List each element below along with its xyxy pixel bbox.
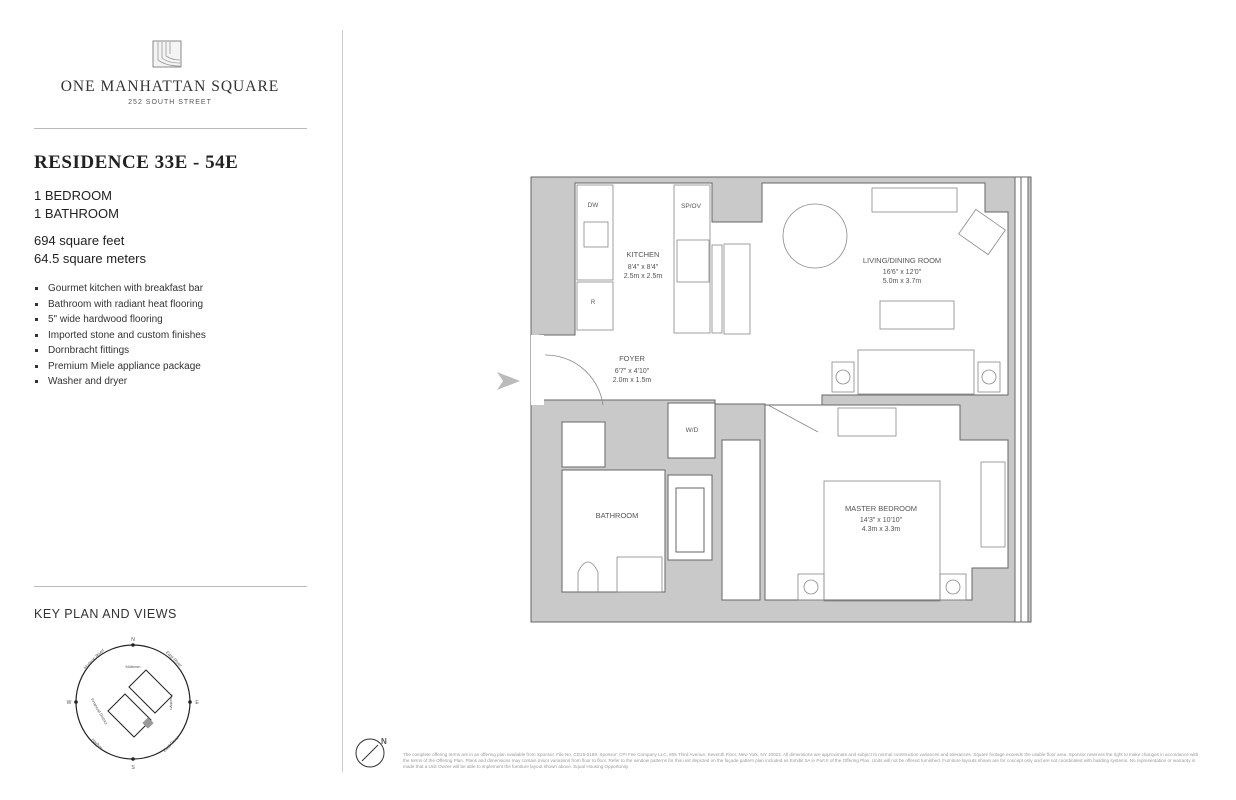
linen-closet xyxy=(561,421,606,468)
north-arrow-icon: N xyxy=(355,737,387,768)
divider xyxy=(342,30,343,772)
bed xyxy=(823,480,941,602)
room-bathroom xyxy=(561,469,666,593)
dir-s: S xyxy=(131,765,135,771)
brand-name: ONE MANHATTAN SQUARE xyxy=(60,78,280,95)
dim-living-metric: 5.0m x 3.7m xyxy=(883,278,922,285)
dir-e: E xyxy=(195,700,199,706)
feature-item: Washer and dryer xyxy=(34,374,206,390)
label-kitchen: KITCHEN xyxy=(627,250,660,259)
north-label: N xyxy=(381,737,387,746)
key-plan-title: KEY PLAN AND VIEWS xyxy=(34,607,177,621)
brand-logo xyxy=(152,40,182,68)
dim-foyer-metric: 2.0m x 1.5m xyxy=(613,377,652,384)
label-oven: SP/OV xyxy=(681,203,702,210)
dim-kitchen-imperial: 8'4" x 8'4" xyxy=(628,264,659,271)
counter-sink xyxy=(576,184,614,281)
console xyxy=(871,187,958,213)
dim-foyer-imperial: 6'7" x 4'10" xyxy=(615,368,650,375)
label-refrigerator: R xyxy=(591,300,596,306)
breakfast-bar xyxy=(723,243,751,335)
room-kitchen-foyer-living xyxy=(539,182,1009,406)
room-master-bedroom xyxy=(764,404,1009,601)
residence-title: RESIDENCE 33E - 54E xyxy=(34,152,239,173)
brand-address: 252 SOUTH STREET xyxy=(128,99,212,106)
dining-table xyxy=(782,203,848,269)
feature-item: Dornbracht fittings xyxy=(34,343,206,359)
label-bedroom: MASTER BEDROOM xyxy=(845,504,917,513)
area-sqft: 694 square feet xyxy=(34,233,125,248)
view-brooklyn: Brooklyn xyxy=(169,694,174,710)
counter-range xyxy=(673,184,711,334)
label-living: LIVING/DINING ROOM xyxy=(863,256,941,265)
area-sqm: 64.5 square meters xyxy=(34,251,147,266)
label-foyer: FOYER xyxy=(619,354,645,363)
feature-item: Bathroom with radiant heat flooring xyxy=(34,297,206,313)
bedroom-closet xyxy=(721,439,761,601)
feature-item: Gourmet kitchen with breakfast bar xyxy=(34,281,206,297)
dir-n: N xyxy=(131,637,135,643)
toilet xyxy=(577,561,599,592)
entry-door-swing xyxy=(544,354,604,406)
coffee-table xyxy=(879,300,955,330)
bathtub xyxy=(667,474,713,561)
dim-bedroom-imperial: 14'3" x 10'10" xyxy=(860,517,903,524)
dim-living-imperial: 16'6" x 12'0" xyxy=(883,269,922,276)
washer-dryer-closet xyxy=(667,402,716,459)
divider xyxy=(34,128,307,129)
sofa xyxy=(857,349,975,395)
dresser xyxy=(837,407,897,437)
entry-arrow-icon xyxy=(497,372,520,390)
dir-w: W xyxy=(67,700,72,706)
view-midtown: Midtown xyxy=(126,664,141,669)
feature-item: Imported stone and custom finishes xyxy=(34,328,206,344)
label-bathroom: BATHROOM xyxy=(596,511,639,520)
legal-disclaimer: The complete offering terms are in an of… xyxy=(403,752,1199,770)
divider xyxy=(34,586,307,587)
bedroom-count: 1 BEDROOM xyxy=(34,188,113,203)
feature-item: Premium Miele appliance package xyxy=(34,359,206,375)
bathroom-count: 1 BATHROOM xyxy=(34,206,119,221)
bench xyxy=(980,461,1006,548)
label-dishwasher: DW xyxy=(588,202,600,209)
label-washer-dryer: W/D xyxy=(686,427,699,434)
armchair xyxy=(958,208,1006,256)
dim-kitchen-metric: 2.5m x 2.5m xyxy=(624,273,663,280)
vanity-sink xyxy=(616,556,663,593)
key-plan-diagram: N S E W Hudson River East River Midtown … xyxy=(67,637,200,771)
dim-bedroom-metric: 4.3m x 3.3m xyxy=(862,526,901,533)
cooktop-icon xyxy=(676,239,710,283)
feature-item: 5" wide hardwood flooring xyxy=(34,312,206,328)
feature-list: Gourmet kitchen with breakfast bar Bathr… xyxy=(34,281,206,390)
refrigerator xyxy=(576,281,614,331)
